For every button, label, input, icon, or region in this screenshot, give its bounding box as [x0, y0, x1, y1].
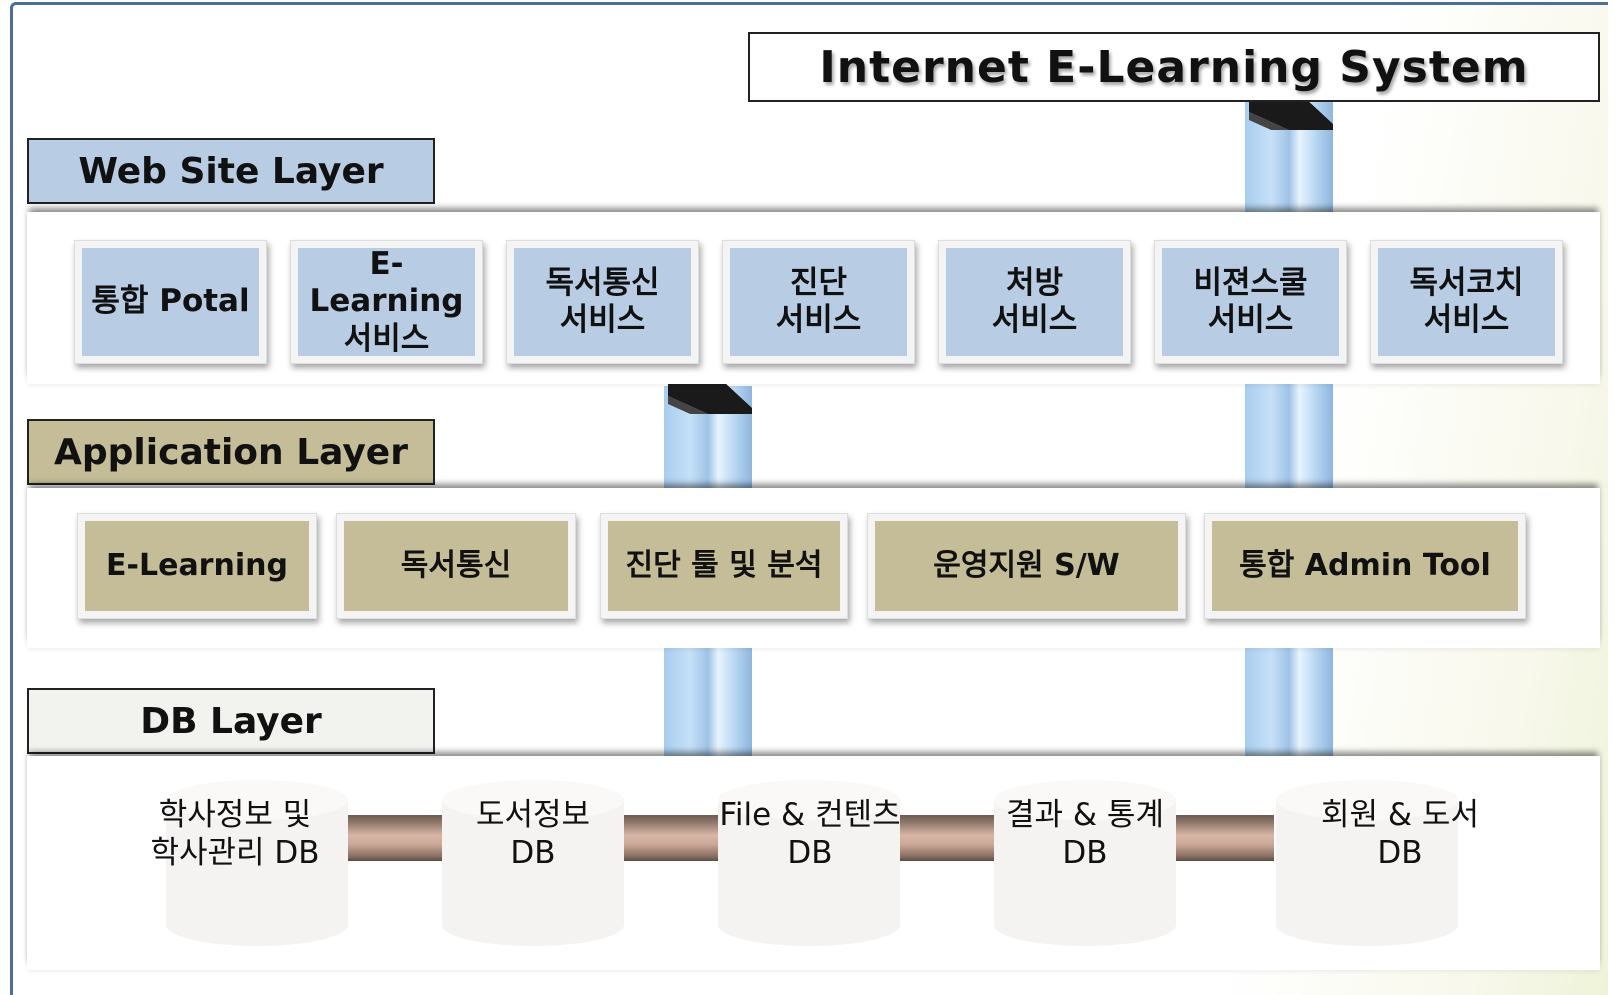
app-box-label: E-Learning [85, 521, 309, 611]
db-cylinder-results-stats [994, 780, 1176, 946]
app-box-diagnosis-tool: 진단 툴 및 분석 [600, 513, 848, 619]
pipe-cap-icon [1249, 98, 1333, 130]
db-label: 도서정보 DB [475, 797, 591, 871]
db-connector [624, 815, 718, 861]
cylinder-bottom [994, 904, 1176, 946]
cylinder-bottom [718, 904, 900, 946]
web-box-reading: 독서통신 서비스 [506, 240, 699, 364]
web-box-label: 독서코치 서비스 [1378, 248, 1555, 356]
app-box-label: 운영지원 S/W [875, 521, 1178, 611]
diagram-title: Internet E-Learning System [748, 32, 1600, 102]
app-box-label: 독서통신 [344, 521, 568, 611]
cylinder-bottom [1276, 904, 1458, 946]
web-box-prescription: 처방 서비스 [938, 240, 1131, 364]
cylinder-top [718, 780, 900, 820]
cylinder-bottom [166, 904, 348, 946]
web-box-label: 독서통신 서비스 [514, 248, 691, 356]
application-layer-label: Application Layer [27, 419, 435, 485]
db-label: File & 컨텐츠 DB [719, 797, 901, 871]
app-box-reading: 독서통신 [336, 513, 576, 619]
db-label: 학사정보 및 학사관리 DB [150, 797, 320, 871]
db-label: 회원 & 도서 DB [1321, 797, 1479, 871]
app-box-admin-tool: 통합 Admin Tool [1204, 513, 1526, 619]
cylinder-top [166, 780, 348, 820]
web-box-label: 통합 Potal [82, 248, 259, 356]
cylinder-bottom [442, 904, 624, 946]
db-layer-label: DB Layer [27, 688, 435, 754]
app-box-elearning: E-Learning [77, 513, 317, 619]
right-pipe [1245, 98, 1333, 757]
db-cylinder-members-books [1276, 780, 1458, 946]
web-box-label: E-Learning 서비스 [298, 246, 475, 357]
cylinder-top [994, 780, 1176, 820]
pipe-cap-icon [668, 382, 752, 414]
db-connector [900, 815, 994, 861]
db-label: 결과 & 통계 DB [1006, 797, 1164, 871]
web-layer-label: Web Site Layer [27, 138, 435, 204]
web-box-elearning: E-Learning 서비스 [290, 240, 483, 364]
web-box-vision-school: 비젼스쿨 서비스 [1154, 240, 1347, 364]
db-connector [1176, 815, 1274, 861]
app-box-operations: 운영지원 S/W [867, 513, 1186, 619]
web-box-label: 비젼스쿨 서비스 [1162, 248, 1339, 356]
db-connector [348, 815, 442, 861]
app-box-label: 통합 Admin Tool [1212, 521, 1518, 611]
db-cylinder-book-info [442, 780, 624, 946]
app-box-label: 진단 툴 및 분석 [608, 521, 840, 611]
web-box-label: 처방 서비스 [946, 248, 1123, 356]
db-cylinder-academic [166, 780, 348, 946]
cylinder-top [1276, 780, 1458, 820]
db-cylinder-file-contents [718, 780, 900, 946]
web-box-portal: 통합 Potal [74, 240, 267, 364]
cylinder-top [442, 780, 624, 820]
web-box-label: 진단 서비스 [730, 248, 907, 356]
web-box-diagnosis: 진단 서비스 [722, 240, 915, 364]
web-box-reading-coach: 독서코치 서비스 [1370, 240, 1563, 364]
